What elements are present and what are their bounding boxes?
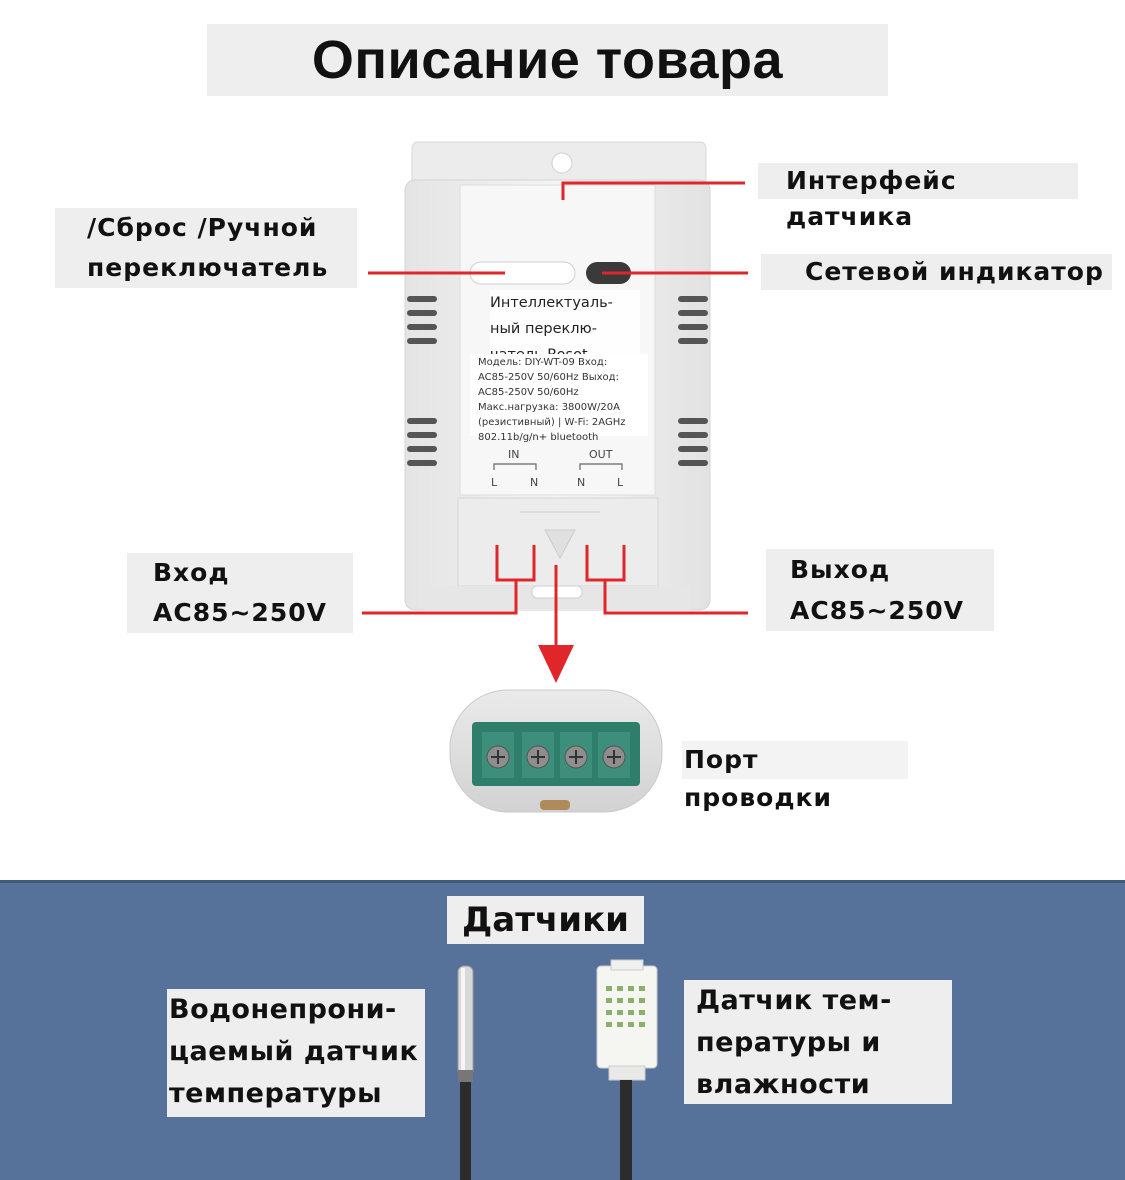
down-arrow — [538, 645, 574, 683]
sensor-label-line: влажности — [696, 1069, 871, 1100]
page-title: Описание товара — [207, 24, 888, 96]
spec-line: 802.11b/g/n+ bluetooth — [478, 432, 599, 443]
waterproof-probe — [457, 965, 474, 1180]
label-humidity-sensor: Датчик тем- пературы и влажности — [684, 980, 952, 1104]
device-spec-label: Модель: DIY-WT-09 Вход: AC85-250V 50/60H… — [470, 354, 648, 443]
callout-text: /Сброс /Ручной — [87, 213, 318, 242]
callout-text: AC85~250V — [790, 596, 964, 625]
sensor-label-line: цаемый датчик — [169, 1036, 419, 1067]
terminal-screws — [482, 732, 630, 778]
callout-network-indicator: Сетевой индикатор — [761, 254, 1112, 290]
sensor-label-line: температуры — [169, 1078, 383, 1109]
callout-text: Вход — [153, 558, 230, 587]
sensors-title-text: Датчики — [462, 900, 629, 940]
sensors-illustration — [457, 959, 658, 1180]
device-name-line: ный переклю- — [490, 321, 597, 337]
in-label: IN — [508, 448, 520, 461]
spec-line: Модель: DIY-WT-09 Вход: — [478, 357, 608, 368]
callout-output: Выход AC85~250V — [766, 549, 994, 631]
terminal-label-l: L — [617, 476, 624, 489]
sensor-label-line: Датчик тем- — [696, 985, 892, 1016]
terminal-label-n: N — [577, 476, 586, 489]
callout-sensor-interface: Интерфейс датчика — [758, 163, 1078, 231]
vent-left — [407, 296, 437, 466]
spec-line: AC85-250V 50/60Hz Выход: — [478, 372, 619, 383]
terminal-label-l: L — [491, 476, 498, 489]
humidity-sensor — [596, 959, 658, 1180]
leader-lines — [362, 181, 748, 648]
callout-wiring-port: Порт проводки — [682, 741, 908, 812]
callout-text: переключатель — [87, 253, 329, 282]
callout-text: Интерфейс датчика — [786, 166, 957, 231]
callout-reset-switch: /Сброс /Ручной переключатель — [55, 208, 357, 288]
vent-right — [678, 296, 708, 466]
label-waterproof-sensor: Водонепрони- цаемый датчик температуры — [167, 989, 425, 1117]
callout-text: Выход — [790, 555, 891, 584]
sensor-label-line: Водонепрони- — [169, 994, 397, 1025]
device-name-line: Интеллектуаль- — [490, 295, 613, 311]
sensor-label-line: пературы и — [696, 1027, 881, 1058]
spec-line: Макс.нагрузка: 3800W/20A — [478, 402, 620, 413]
callout-input: Вход AC85~250V — [127, 553, 353, 633]
terminal-label-n: N — [530, 476, 539, 489]
spec-line: (резистивный) | W-Fi: 2AGHz — [478, 417, 626, 428]
callout-text: AC85~250V — [153, 598, 327, 627]
out-label: OUT — [589, 448, 613, 461]
spec-line: AC85-250V 50/60Hz — [478, 387, 579, 398]
mount-hole — [551, 152, 573, 174]
callout-text: Порт проводки — [684, 745, 833, 812]
callout-text: Сетевой индикатор — [805, 257, 1104, 286]
sensors-title: Датчики — [447, 896, 644, 944]
